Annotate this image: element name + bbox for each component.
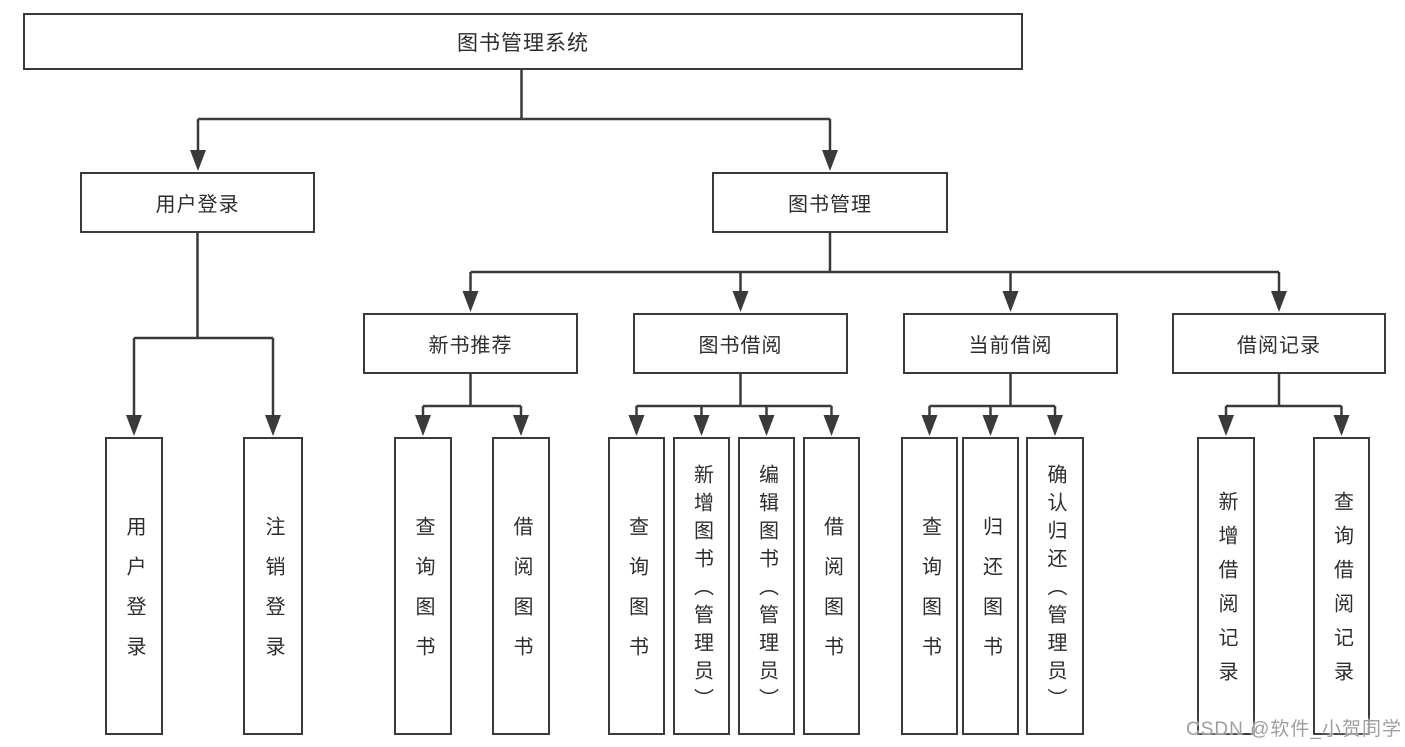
node-current-borrow: 当前借阅: [903, 313, 1118, 374]
node-borrow-records-label: 借阅记录: [1237, 335, 1321, 357]
leaf-query-books-1-label: 查询图书: [412, 516, 434, 676]
node-book-management: 图书管理: [712, 172, 948, 233]
node-root: 图书管理系统: [23, 13, 1023, 70]
leaf-borrow-books-2: 借阅图书: [803, 437, 860, 735]
node-user-login-label: 用户登录: [155, 194, 240, 216]
node-current-borrow-label: 当前借阅: [968, 335, 1053, 357]
leaf-add-borrow-record-label: 新增借阅记录: [1215, 491, 1237, 695]
leaf-add-books-admin-label: 新增图书（管理员）: [690, 464, 713, 716]
leaf-logout-label: 注销登录: [262, 516, 284, 676]
leaf-edit-books-admin-label: 编辑图书（管理员）: [755, 464, 778, 716]
leaf-query-books-3: 查询图书: [901, 437, 958, 735]
leaf-query-borrow-record: 查询借阅记录: [1313, 437, 1370, 735]
leaf-return-books: 归还图书: [962, 437, 1019, 735]
arrowheads: [126, 150, 1350, 436]
leaf-user-login-label: 用户登录: [123, 516, 145, 676]
node-root-label: 图书管理系统: [457, 31, 589, 55]
node-book-management-label: 图书管理: [788, 194, 872, 216]
node-book-borrow-label: 图书借阅: [698, 335, 783, 357]
leaf-user-login: 用户登录: [105, 437, 163, 735]
node-borrow-records: 借阅记录: [1172, 313, 1386, 374]
csdn-watermark: CSDN @软件_小贺同学: [1186, 719, 1402, 740]
node-user-login: 用户登录: [80, 172, 315, 233]
leaf-borrow-books-1-label: 借阅图书: [510, 516, 532, 676]
leaf-edit-books-admin: 编辑图书（管理员）: [738, 437, 795, 735]
leaf-logout: 注销登录: [243, 437, 303, 735]
leaf-borrow-books-1: 借阅图书: [492, 437, 550, 735]
leaf-return-books-label: 归还图书: [979, 516, 1002, 676]
node-new-book-recommend: 新书推荐: [363, 313, 578, 374]
leaf-query-books-2-label: 查询图书: [625, 516, 648, 676]
leaf-borrow-books-2-label: 借阅图书: [820, 516, 843, 676]
leaf-query-books-1: 查询图书: [394, 437, 452, 735]
node-book-borrow: 图书借阅: [633, 313, 848, 374]
leaf-confirm-return-admin: 确认归还（管理员）: [1026, 437, 1084, 735]
leaf-add-books-admin: 新增图书（管理员）: [673, 437, 730, 735]
leaf-query-books-2: 查询图书: [608, 437, 665, 735]
node-new-book-recommend-label: 新书推荐: [428, 335, 513, 357]
leaf-query-books-3-label: 查询图书: [918, 516, 941, 676]
leaf-confirm-return-admin-label: 确认归还（管理员）: [1044, 464, 1066, 716]
leaf-add-borrow-record: 新增借阅记录: [1197, 437, 1255, 735]
leaf-query-borrow-record-label: 查询借阅记录: [1330, 491, 1353, 695]
